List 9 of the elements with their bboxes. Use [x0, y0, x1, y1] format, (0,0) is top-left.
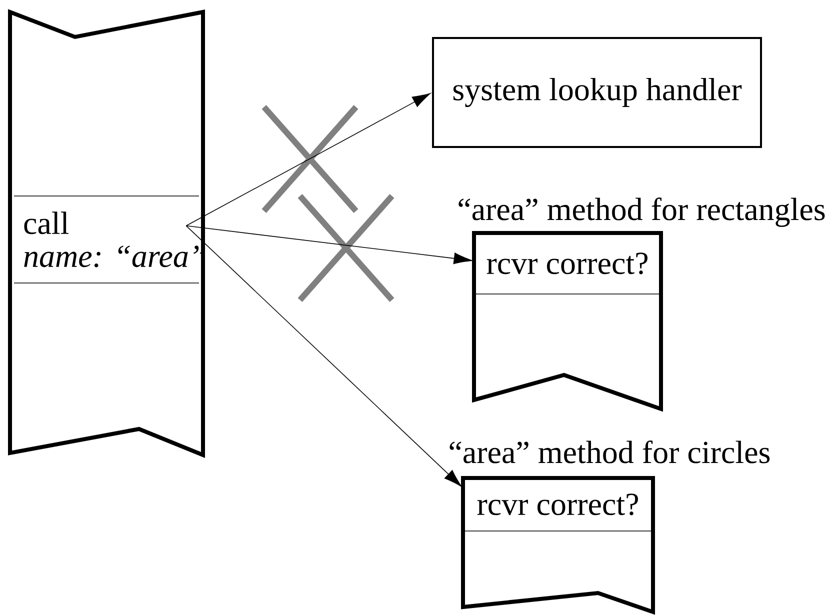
arrow — [186, 225, 472, 264]
arrow — [186, 225, 462, 487]
method-heading: “area” method for circles — [450, 440, 770, 464]
call-section: call name: “area” — [14, 196, 206, 284]
arrow — [186, 93, 431, 226]
method-heading: “area” method for rectangles — [458, 197, 825, 227]
method-frame: rcvr correct? — [472, 230, 663, 412]
handler-box: system lookup handler — [432, 37, 762, 148]
method-frame: rcvr correct? — [461, 476, 655, 615]
